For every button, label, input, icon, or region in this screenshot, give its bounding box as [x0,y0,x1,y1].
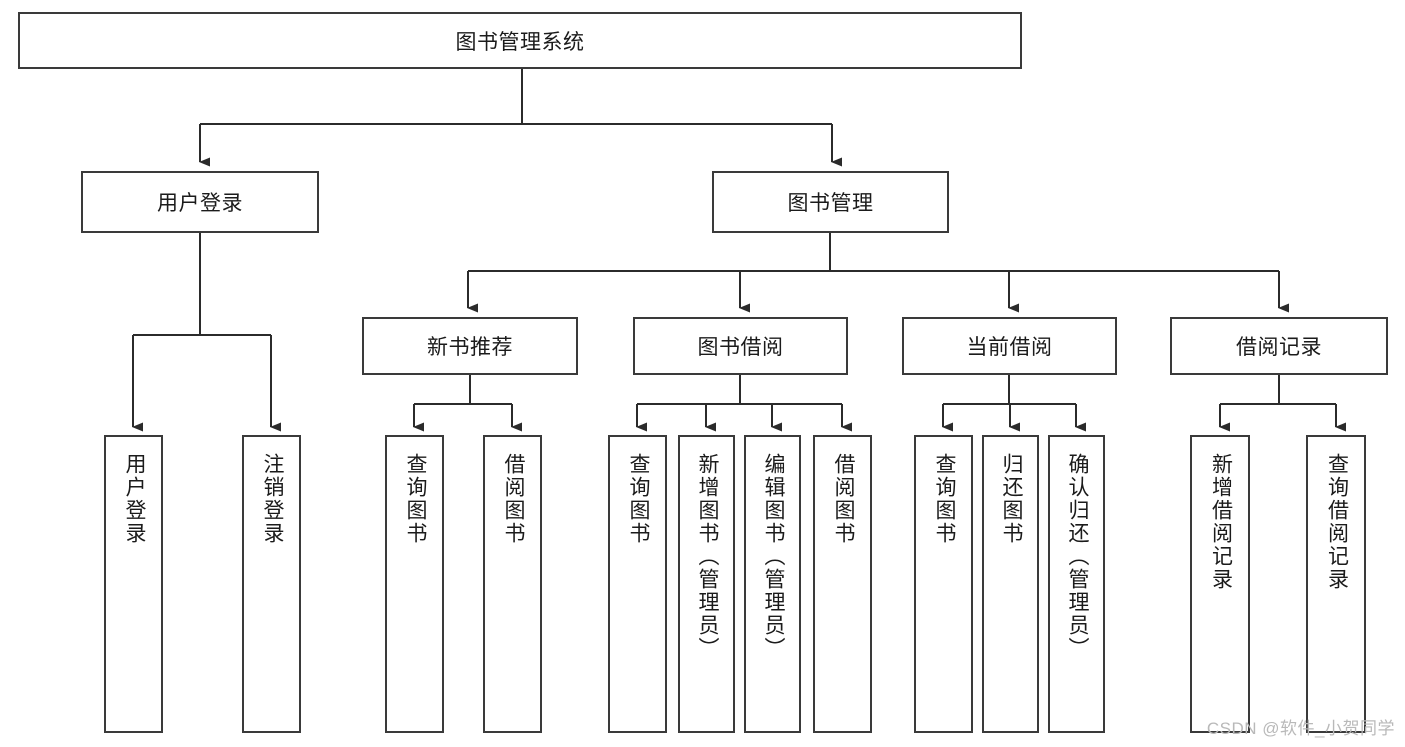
leaf-label: 归还图书 [999,453,1023,545]
leaf-label: 查询图书 [403,453,427,545]
node-current-borrow[interactable]: 当前借阅 [902,317,1117,375]
leaf-label: 借阅图书 [831,453,855,545]
leaf-current-borrow-return[interactable]: 归还图书 [982,435,1039,733]
leaf-book-borrow-edit[interactable]: 编辑图书（管理员） [744,435,801,733]
node-root-label: 图书管理系统 [455,30,585,54]
node-borrow-record[interactable]: 借阅记录 [1170,317,1388,375]
leaf-label: 查询借阅记录 [1325,453,1349,591]
watermark: CSDN @软件_小贺同学 [1206,719,1395,738]
node-book-management-label: 图书管理 [787,192,874,215]
leaf-new-book-query[interactable]: 查询图书 [385,435,444,733]
node-book-borrow[interactable]: 图书借阅 [633,317,848,375]
leaf-book-borrow-borrow[interactable]: 借阅图书 [813,435,872,733]
leaf-borrow-record-add[interactable]: 新增借阅记录 [1190,435,1250,733]
leaf-label: 编辑图书（管理员） [761,453,785,660]
node-new-book-recommend-label: 新书推荐 [427,336,513,359]
leaf-borrow-record-query[interactable]: 查询借阅记录 [1306,435,1366,733]
node-book-borrow-label: 图书借阅 [697,336,784,359]
node-new-book-recommend[interactable]: 新书推荐 [362,317,578,375]
node-book-management[interactable]: 图书管理 [712,171,949,233]
leaf-label: 新增借阅记录 [1209,453,1233,591]
leaf-new-book-borrow[interactable]: 借阅图书 [483,435,542,733]
node-borrow-record-label: 借阅记录 [1236,336,1322,359]
leaf-current-borrow-query[interactable]: 查询图书 [914,435,973,733]
leaf-book-borrow-add[interactable]: 新增图书（管理员） [678,435,735,733]
leaf-label: 用户登录 [122,453,146,545]
leaf-label: 确认归还（管理员） [1065,453,1089,660]
node-current-borrow-label: 当前借阅 [966,336,1053,359]
leaf-user-login-logout[interactable]: 注销登录 [242,435,301,733]
node-root[interactable]: 图书管理系统 [18,12,1022,69]
leaf-label: 注销登录 [260,453,284,545]
leaf-label: 借阅图书 [501,453,525,545]
leaf-current-borrow-confirm-return[interactable]: 确认归还（管理员） [1048,435,1105,733]
leaf-label: 查询图书 [932,453,956,545]
leaf-user-login-login[interactable]: 用户登录 [104,435,163,733]
leaf-book-borrow-query[interactable]: 查询图书 [608,435,667,733]
leaf-label: 查询图书 [626,453,650,545]
node-user-login[interactable]: 用户登录 [81,171,319,233]
node-user-login-label: 用户登录 [157,192,243,215]
leaf-label: 新增图书（管理员） [695,453,719,660]
